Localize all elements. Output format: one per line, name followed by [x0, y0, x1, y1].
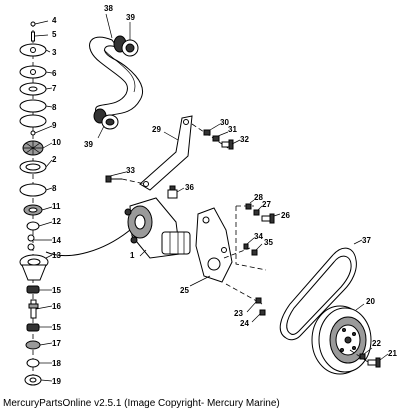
part-10-impeller — [22, 140, 44, 156]
part-18-washer — [26, 358, 40, 368]
callout-31: 31 — [228, 125, 237, 134]
callout-1: 1 — [130, 251, 135, 260]
clamp-39-top — [113, 35, 139, 57]
callout-32: 32 — [240, 135, 249, 144]
callout-labels: 4 5 3 6 7 8 9 10 2 8 11 12 14 13 15 16 1… — [52, 4, 397, 386]
part-27-washer — [253, 209, 260, 216]
callout-3: 3 — [52, 48, 57, 57]
callout-5: 5 — [52, 30, 57, 39]
callout-15b: 15 — [52, 323, 61, 332]
part-11-seal — [23, 204, 43, 216]
callout-18: 18 — [52, 359, 61, 368]
part-2-housing — [19, 160, 47, 174]
part-8-gasket-lower — [19, 183, 47, 197]
part-13-body — [19, 254, 49, 281]
callout-20: 20 — [366, 297, 375, 306]
part-19-nut — [24, 374, 42, 386]
parts-34-35 — [243, 237, 263, 256]
part-24-nut — [259, 309, 266, 316]
callout-9: 9 — [52, 121, 57, 130]
callout-33: 33 — [126, 166, 135, 175]
clamp-39-bottom — [93, 108, 119, 130]
part-32-bolt — [221, 139, 234, 150]
callout-6: 6 — [52, 69, 57, 78]
fitting-36 — [167, 185, 185, 199]
callout-27: 27 — [262, 200, 271, 209]
parts-21-22 — [349, 347, 389, 368]
callout-12: 12 — [52, 217, 61, 226]
callout-17: 17 — [52, 339, 61, 348]
callout-10: 10 — [52, 138, 61, 147]
callout-38: 38 — [104, 4, 113, 13]
callout-4: 4 — [52, 16, 57, 25]
brace-29 — [139, 115, 193, 191]
callout-30: 30 — [220, 118, 229, 127]
part-26-bolt — [261, 213, 275, 224]
part-9-plate — [19, 114, 47, 128]
callout-37: 37 — [362, 236, 371, 245]
hose-38-assembly — [89, 13, 143, 139]
part-4-screw — [30, 21, 36, 27]
callout-16: 16 — [52, 302, 61, 311]
callout-15: 15 — [52, 286, 61, 295]
part-23-washer — [255, 297, 262, 304]
connecting-hose — [45, 229, 131, 256]
belt-37 — [279, 239, 363, 341]
part-12-oring — [26, 221, 40, 231]
callout-25: 25 — [180, 286, 189, 295]
callout-8: 8 — [52, 103, 57, 112]
bolt-33 — [105, 171, 146, 185]
callout-7: 7 — [52, 84, 57, 93]
bolts-26-27-28 — [245, 199, 281, 224]
part-30-washer — [203, 129, 211, 136]
part-15-bearing — [26, 285, 40, 294]
part-28-washer — [245, 203, 252, 210]
exploded-parts-diagram: 4 5 3 6 7 8 9 10 2 8 11 12 14 13 15 16 1… — [19, 4, 397, 386]
part-14-washer — [27, 234, 35, 242]
callout-14: 14 — [52, 236, 61, 245]
callout-35: 35 — [264, 238, 273, 247]
part-5-pin — [31, 31, 35, 42]
part-21-bolt — [367, 357, 381, 368]
callout-21: 21 — [388, 349, 397, 358]
pump-kit-stack — [19, 20, 53, 386]
callout-24: 24 — [240, 319, 249, 328]
callout-28: 28 — [254, 193, 263, 202]
callout-8b: 8 — [52, 184, 57, 193]
pulley-20 — [311, 303, 372, 375]
bolts-30-31-32 — [191, 123, 241, 150]
parts-23-24 — [246, 297, 266, 323]
callout-29: 29 — [152, 125, 161, 134]
part-35-nut — [251, 249, 258, 256]
part-17-ring — [25, 340, 41, 350]
part-22-washer — [359, 353, 366, 360]
callout-13: 13 — [52, 251, 61, 260]
callout-39-bottom: 39 — [84, 140, 93, 149]
callout-19: 19 — [52, 377, 61, 386]
callout-26: 26 — [281, 211, 290, 220]
part-8-gasket — [19, 99, 47, 113]
part-15-bearing-lower — [26, 323, 40, 332]
callout-23: 23 — [234, 309, 243, 318]
callout-2: 2 — [52, 155, 57, 164]
bracket-25 — [189, 207, 233, 287]
callout-22: 22 — [372, 339, 381, 348]
image-caption: MercuryPartsOnline v2.5.1 (Image Copyrig… — [3, 398, 280, 409]
part-34-stud — [243, 243, 249, 250]
callout-39-top: 39 — [126, 13, 135, 22]
part-31-washer — [212, 135, 220, 142]
pump-1 — [124, 197, 191, 259]
callout-36: 36 — [185, 183, 194, 192]
callout-11: 11 — [52, 202, 61, 211]
callout-34: 34 — [254, 232, 263, 241]
